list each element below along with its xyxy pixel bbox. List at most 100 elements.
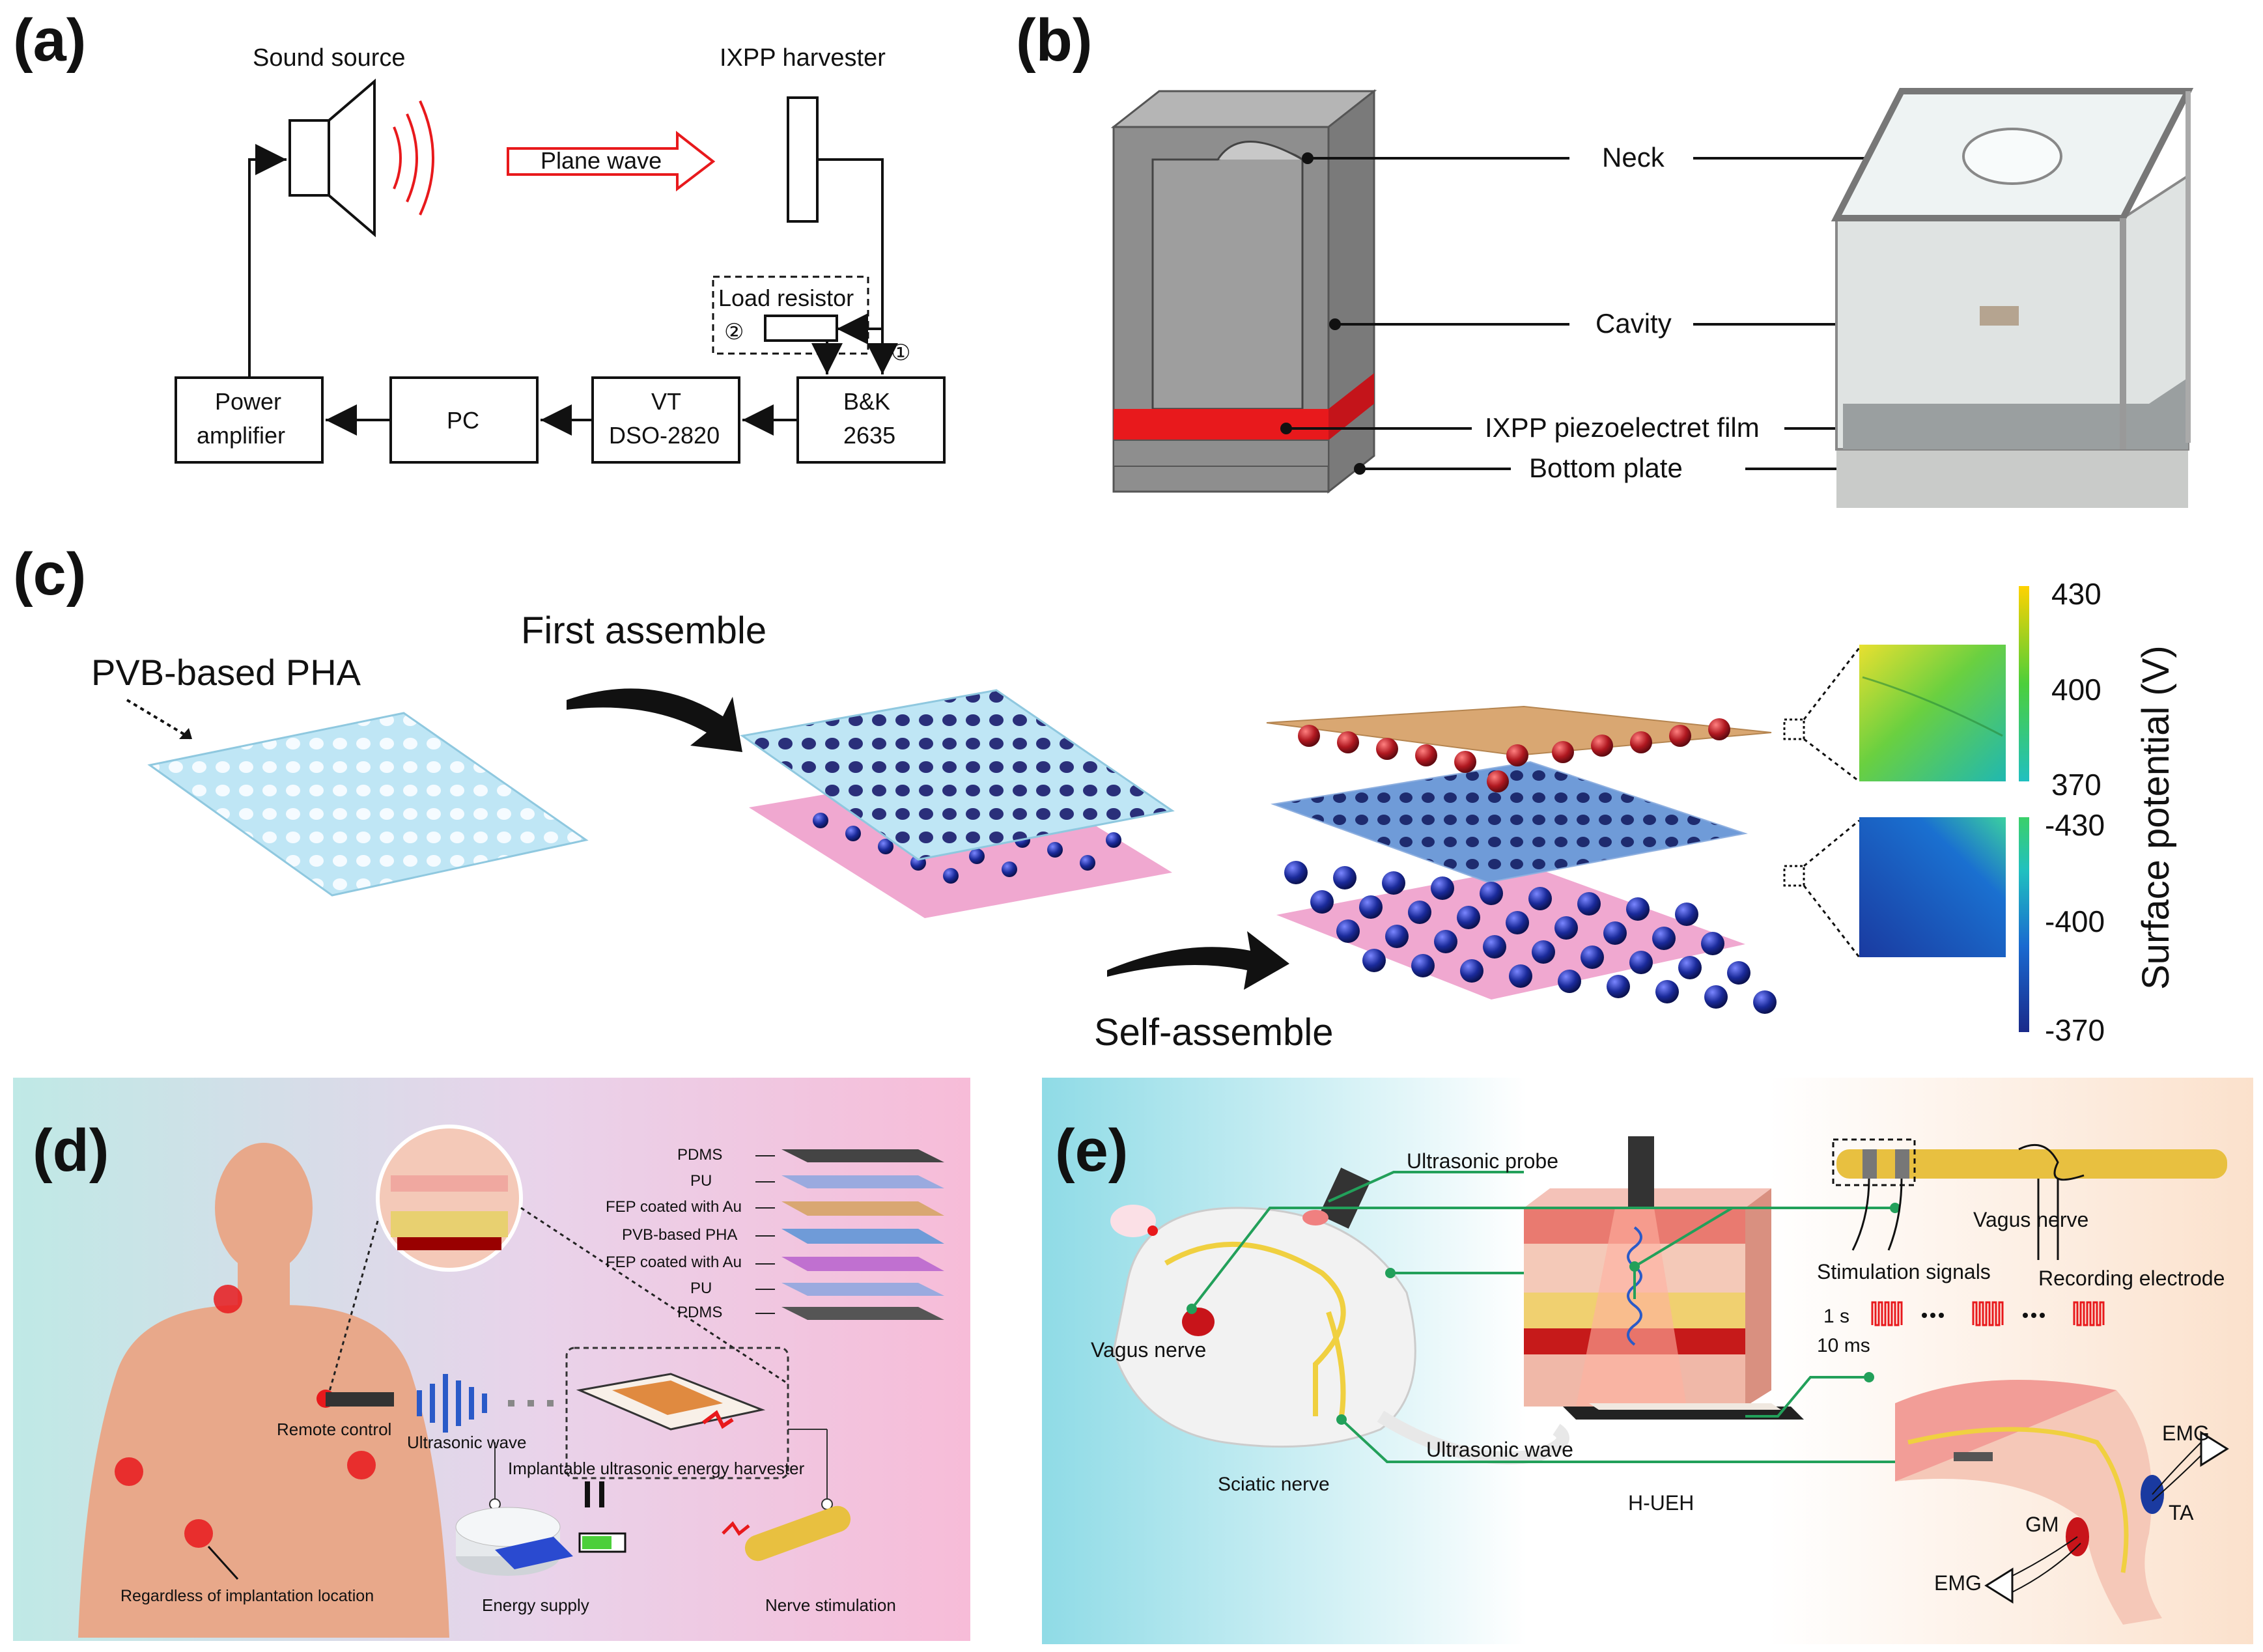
first-assemble-label: First assemble <box>521 609 767 652</box>
load-resistor-label: Load resistor <box>718 285 854 311</box>
positive-charge <box>1298 725 1320 747</box>
negative-charge <box>1678 956 1702 979</box>
panel-b-label: (b) <box>1016 7 1093 74</box>
bk-box <box>796 376 946 464</box>
positive-charges <box>1298 718 1730 792</box>
gm-label: GM <box>2025 1513 2059 1536</box>
ultrasonic-probe-label: Ultrasonic probe <box>1407 1149 1558 1173</box>
implantable-label: Implantable ultrasonic energy harvester <box>508 1459 805 1478</box>
vt-box <box>591 376 740 464</box>
colorbar-axis-title: Surface potential (V) <box>2135 645 2177 990</box>
rat-experiment-diagram <box>1110 1136 2229 1625</box>
negative-charge <box>1362 949 1386 972</box>
negative-charge <box>1509 964 1532 988</box>
positive-charge <box>1552 741 1574 763</box>
vagus-nerve-left-label: Vagus nerve <box>1091 1338 1207 1362</box>
negative-charge <box>1532 940 1555 964</box>
skin-block <box>1524 1136 1804 1420</box>
panel-e: (e) <box>1042 1078 2253 1644</box>
sound-waves-icon <box>393 100 434 216</box>
self-assemble-label: Self-assemble <box>1094 1011 1334 1054</box>
rat-figure <box>1110 1205 1569 1464</box>
negative-charge <box>1385 925 1409 948</box>
emg-bottom-label: EMG <box>1934 1571 1982 1595</box>
panel-a-label: (a) <box>13 7 87 74</box>
plane-wave-label: Plane wave <box>541 147 662 174</box>
panel-b: (b) <box>1016 0 2263 521</box>
ultrasonic-wave-e-label: Ultrasonic wave <box>1426 1438 1573 1461</box>
negative-charge <box>1333 866 1356 889</box>
ultrasonic-wave-label: Ultrasonic wave <box>407 1433 527 1452</box>
negative-charge <box>1581 945 1604 969</box>
setup-diagram <box>175 78 946 464</box>
load-resistor-box <box>712 275 869 355</box>
stimulation-pulses <box>1871 1301 2105 1326</box>
potential-map-bottom <box>1859 817 2006 957</box>
negative-charge <box>1457 906 1480 929</box>
potential-map-top <box>1859 645 2006 781</box>
bk-line1: B&K <box>843 388 891 415</box>
ultrasonic-wave-bars <box>417 1374 487 1433</box>
nerve-stimulation-icon <box>722 1505 851 1561</box>
emg-top-label: EMG <box>2162 1421 2210 1445</box>
probe-rod <box>326 1392 394 1407</box>
positive-charge <box>1376 738 1398 760</box>
assembly-diagram: Surface potential (V) <box>126 586 2177 1032</box>
layer-label-2: PU <box>690 1172 712 1190</box>
negative-charge <box>1480 882 1503 905</box>
positive-charge <box>1415 744 1437 766</box>
negative-charge <box>1675 903 1698 926</box>
film-label: IXPP piezoelectret film <box>1485 412 1760 443</box>
negative-charge <box>1554 916 1578 940</box>
positive-charge <box>1487 770 1509 792</box>
plane-wave-arrow <box>507 130 716 192</box>
negative-charge <box>1408 901 1431 924</box>
negative-charge <box>1603 921 1627 945</box>
negative-charge <box>1434 930 1457 953</box>
leg-muscle <box>1895 1380 2164 1625</box>
positive-charge <box>1454 751 1476 773</box>
recording-electrode-label: Recording electrode <box>2038 1267 2225 1290</box>
panel-d-label: (d) <box>33 1117 109 1184</box>
negative-charge <box>1284 861 1308 884</box>
first-assemble-arrow <box>567 688 742 752</box>
stimulation-signals-label: Stimulation signals <box>1817 1260 1991 1283</box>
cavity-label: Cavity <box>1595 308 1672 339</box>
negative-charge <box>1629 951 1653 974</box>
negative-charge <box>1607 975 1630 998</box>
positive-charge <box>1591 735 1613 757</box>
harvester-label: IXPP harvester <box>720 44 886 72</box>
positive-charge <box>1708 718 1730 740</box>
negative-charges <box>1284 861 1777 1014</box>
marker-2: ② <box>724 320 744 344</box>
negative-charge <box>1310 890 1334 914</box>
vagus-nerve-top-label: Vagus nerve <box>1973 1208 2089 1231</box>
resistor <box>764 315 838 342</box>
negative-charge <box>1753 990 1777 1014</box>
bottom-tick-430: -430 <box>2045 808 2105 842</box>
emg-amp-top <box>2200 1431 2229 1467</box>
energy-supply-label: Energy supply <box>482 1595 589 1615</box>
pha-sheet <box>147 712 589 897</box>
positive-charge <box>1337 731 1359 753</box>
negative-charge <box>1701 932 1724 955</box>
negative-charge <box>1336 919 1360 943</box>
regardless-label: Regardless of implantation location <box>120 1587 374 1605</box>
negative-charge <box>1528 887 1552 910</box>
ultrasonic-probe-icon <box>1302 1168 1371 1229</box>
negative-charge <box>1411 954 1435 977</box>
pc-label: PC <box>447 407 480 434</box>
colorbar-top <box>2019 586 2029 781</box>
vt-line1: VT <box>651 388 682 415</box>
energy-supply-icon <box>455 1481 626 1576</box>
panel-d: (d) <box>13 1078 970 1641</box>
panel-c-label: (c) <box>13 541 87 608</box>
negative-charge <box>1727 961 1750 985</box>
vagus-electrode <box>1832 1138 2227 1260</box>
negative-charge <box>1652 927 1676 950</box>
negative-charge <box>1460 959 1483 983</box>
cutaway-block <box>1110 89 1377 494</box>
ta-label: TA <box>2169 1501 2194 1524</box>
emg-amp-bottom <box>1984 1567 2014 1604</box>
resonator-diagram <box>1110 88 2194 508</box>
